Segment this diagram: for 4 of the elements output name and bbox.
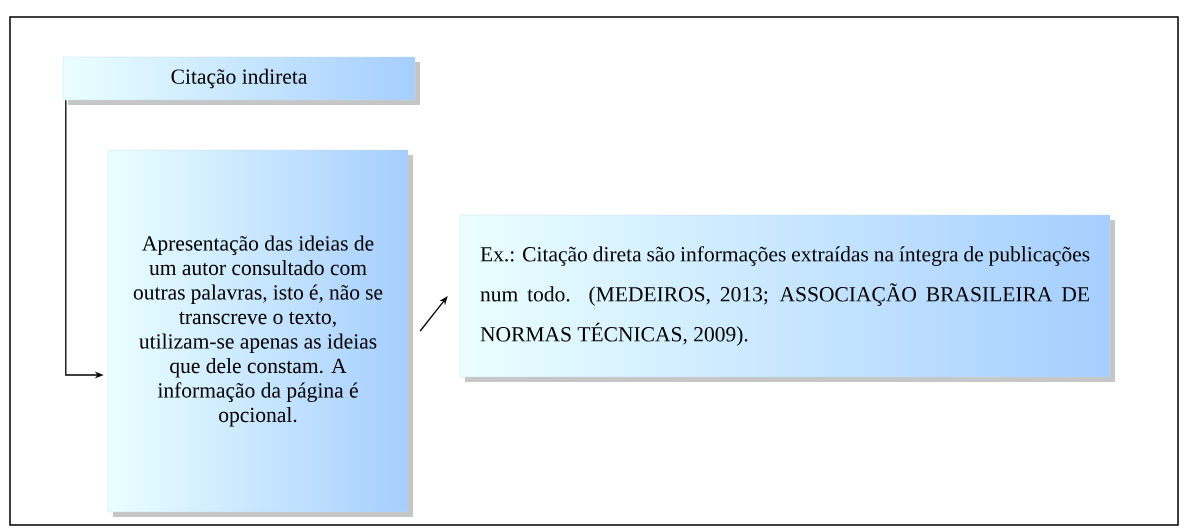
arrow — [419, 296, 448, 332]
text-box: Ex.: Citação direta são informações extraídas na íntegra de publicações num todo. (MEDEIROS, 2013; ASSOCIAÇÃO BRASILEIRA DE NORMAS TÉCNICAS, 2009). — [459, 214, 1115, 382]
text-box: Citação indireta — [62, 56, 420, 105]
text-box: Apresentação das ideias de um autor consultado com outras palavras, isto é, não se transcreve o texto, utilizam-se apenas as ideias que dele constam. A informação da página é opcional. — [107, 149, 413, 517]
